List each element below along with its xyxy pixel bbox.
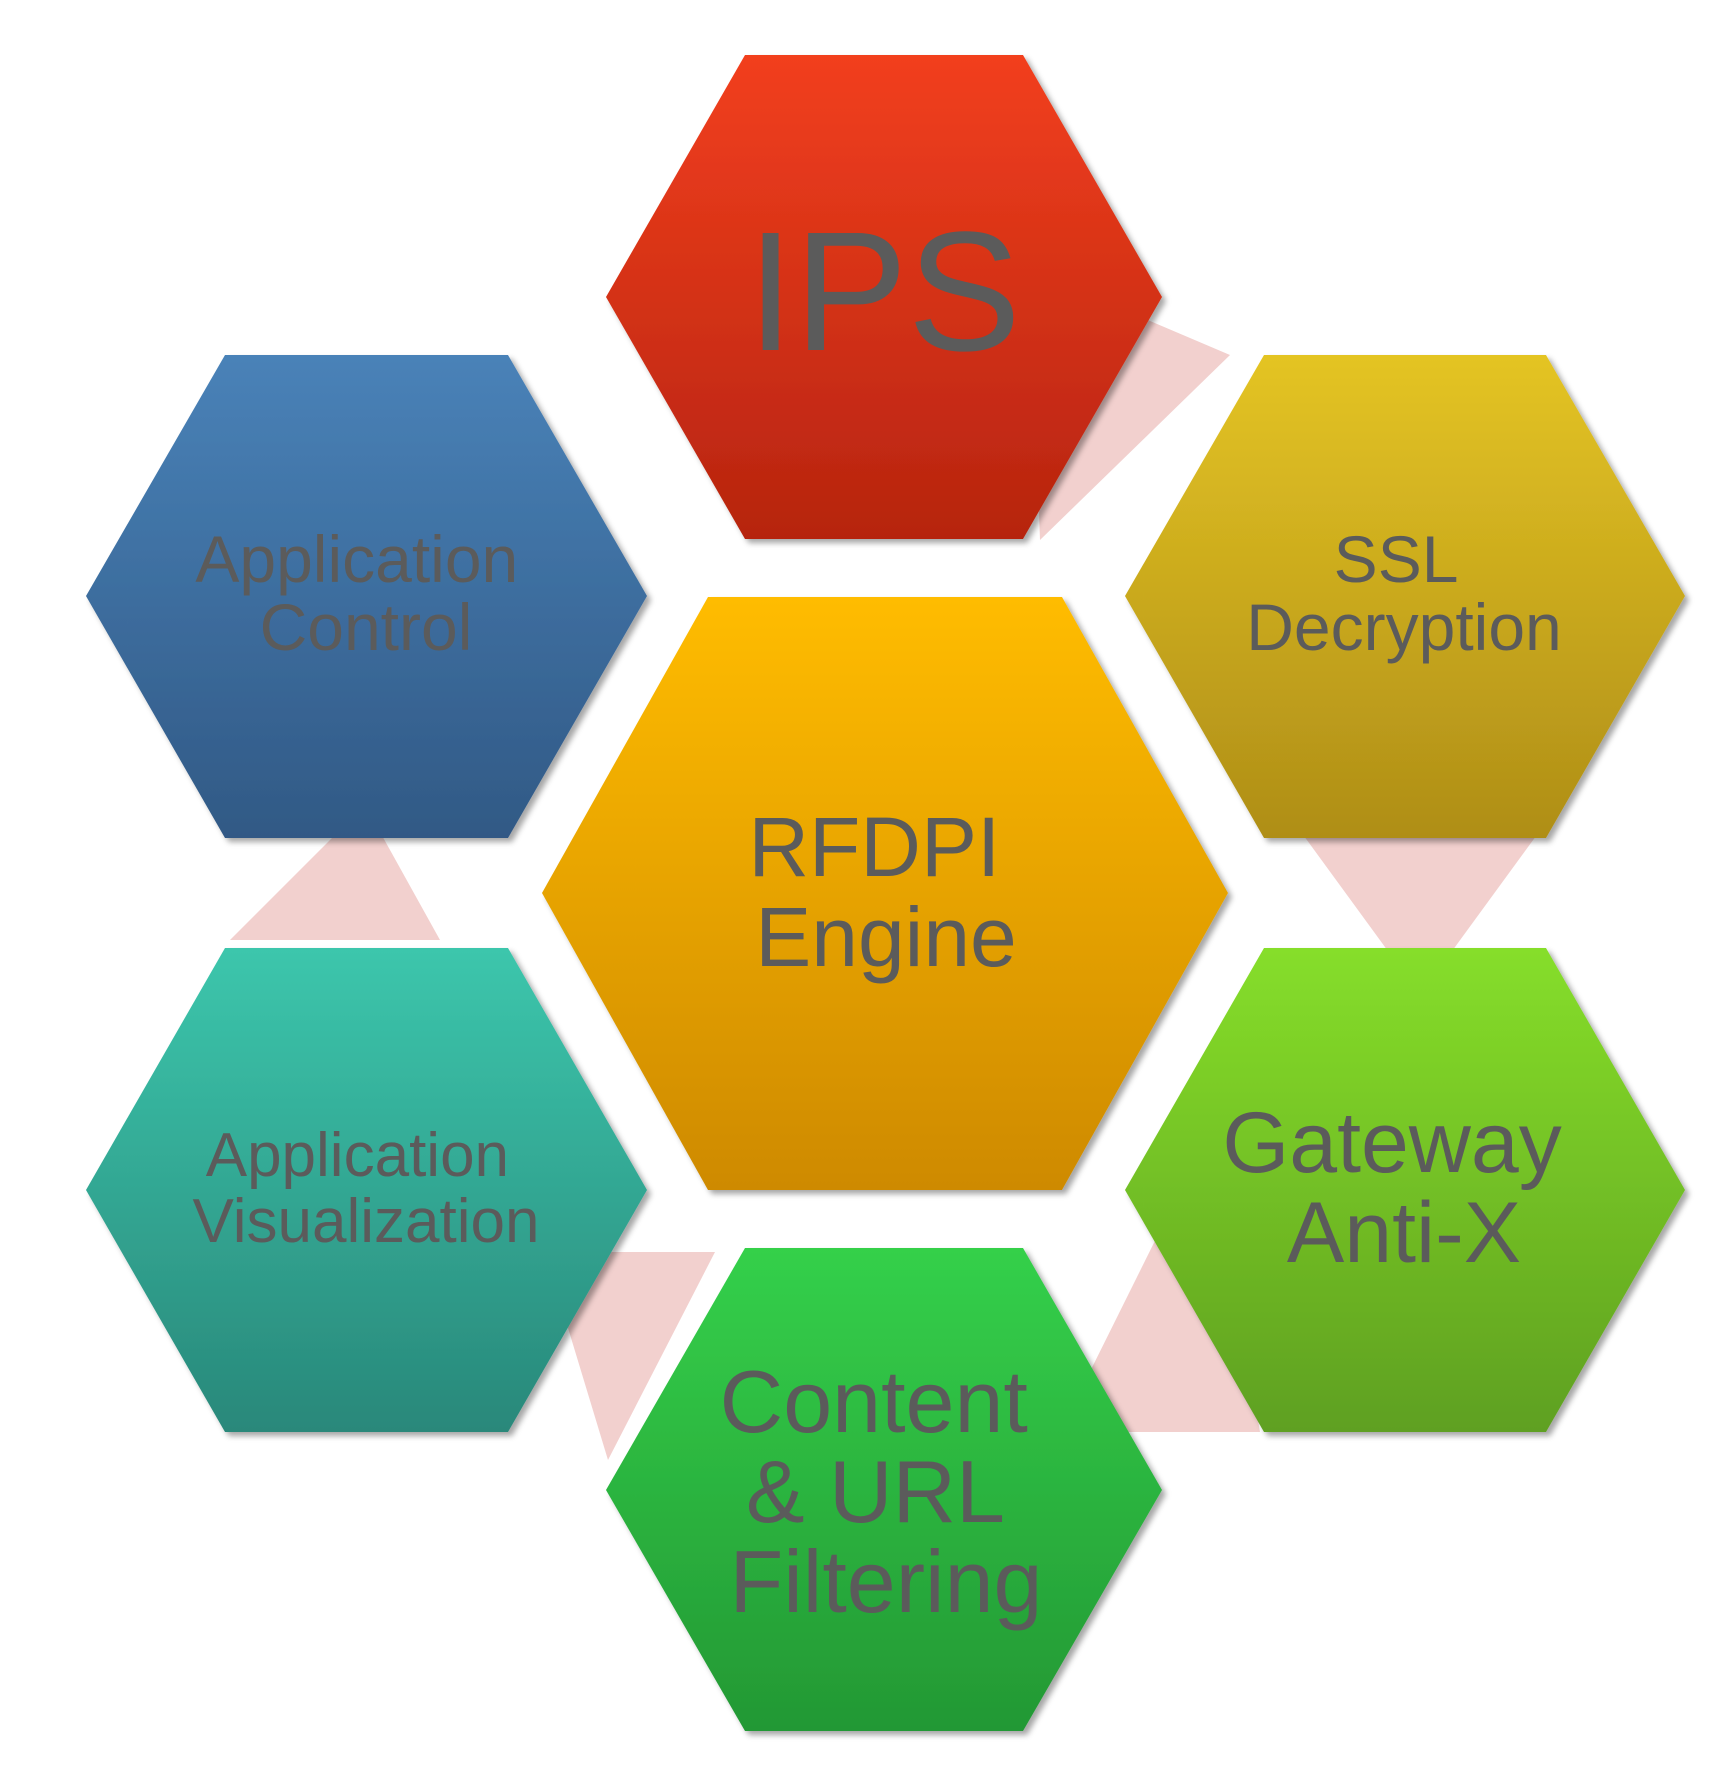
hex-ssl-decryption: SSL Decryption [1125,355,1685,838]
ssl-decryption-label: SSL Decryption [1246,522,1561,664]
connector-ssl-gateway [1285,810,1555,995]
hexagon-rfdpi-engine-shape [542,597,1228,1190]
hexagon-ssl-decryption-shape [1125,355,1685,838]
hexagon-content-url-filtering-shape [606,1248,1162,1731]
ips-label: IPS [747,197,1021,387]
hexagon-ips-shape [606,55,1162,539]
application-visualization-label: Application Visualization [193,1121,540,1256]
connector-content-visualization [545,1252,715,1460]
rfdpi-engine-label: RFDPI Engine [748,800,1023,984]
hexagon-gateway-anti-x-shape [1125,948,1685,1432]
hex-content-url-filtering: Content & URL Filtering [606,1248,1162,1731]
hexagon-application-control-shape [86,355,647,838]
connector-visualization-control [230,805,440,940]
gateway-anti-x-label: Gateway Anti-X [1222,1095,1585,1281]
hex-gateway-anti-x: Gateway Anti-X [1125,948,1685,1432]
hex-application-visualization: Application Visualization [86,948,647,1432]
application-control-label: Application Control [195,522,536,664]
hexagon-application-visualization-shape [86,948,647,1432]
hex-rfdpi-engine: RFDPI Engine [542,597,1228,1190]
hex-ips: IPS [606,55,1162,539]
content-url-filtering-label: Content & URL Filtering [720,1352,1053,1631]
connectors [230,270,1555,1460]
hex-application-control: Application Control [86,355,647,838]
